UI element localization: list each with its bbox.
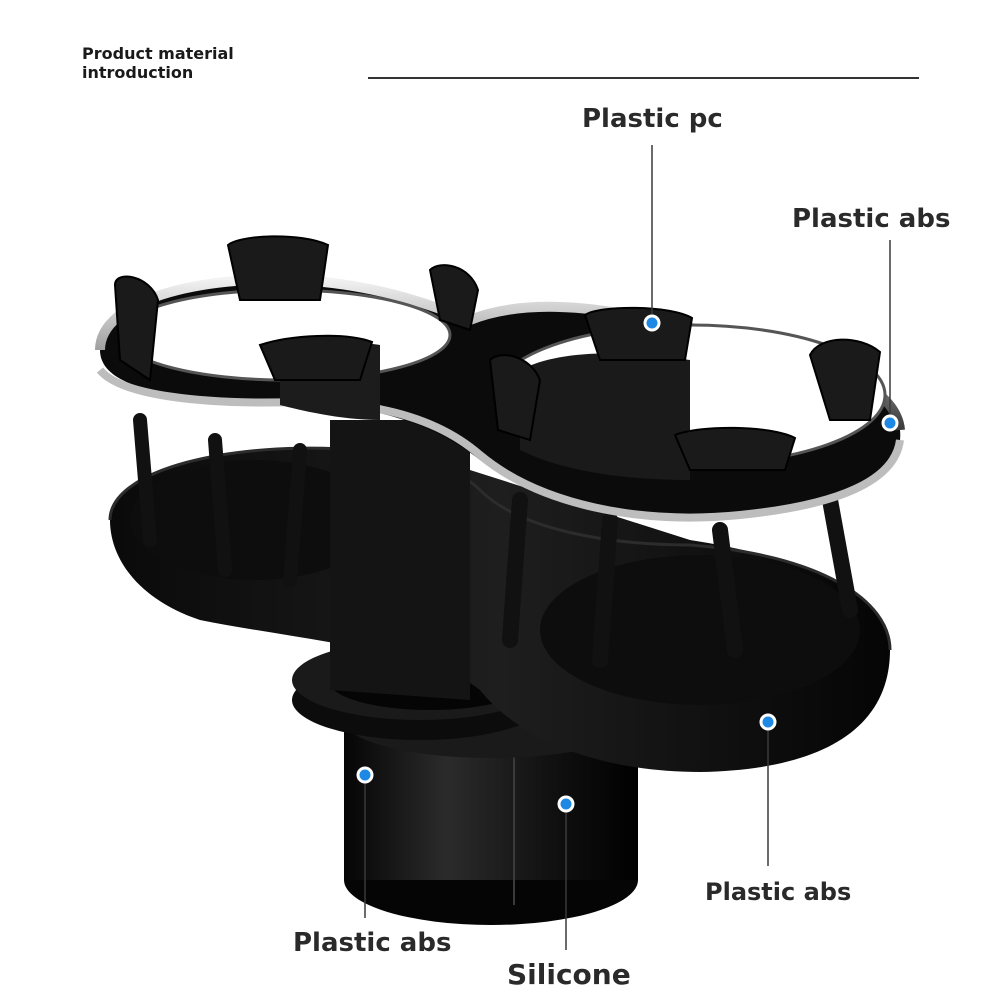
label-plastic-abs-right: Plastic abs <box>792 204 951 234</box>
callout-markers <box>356 314 899 813</box>
label-silicone: Silicone <box>507 958 631 991</box>
center-divider <box>330 420 470 700</box>
callout-lines <box>364 145 891 950</box>
label-plastic-abs-bottom: Plastic abs <box>705 878 852 906</box>
marker-silicone <box>557 795 575 813</box>
label-plastic-pc: Plastic pc <box>582 104 723 134</box>
section-title-line2: introduction <box>82 63 194 82</box>
section-title-line1: Product material <box>82 44 234 63</box>
section-title: Product material introduction <box>82 44 312 82</box>
upper-ring-chrome-lower <box>96 367 904 522</box>
clip-arms <box>113 235 882 471</box>
right-cup-struts <box>502 492 858 668</box>
header-divider <box>368 77 919 79</box>
right-cup-interior <box>520 353 690 480</box>
lower-tray <box>108 446 892 772</box>
label-plastic-abs-left: Plastic abs <box>293 928 452 958</box>
marker-plastic-abs-right <box>881 414 899 432</box>
marker-plastic-abs-bottom <box>759 713 777 731</box>
marker-plastic-pc <box>643 314 661 332</box>
marker-plastic-abs-left <box>356 766 374 784</box>
